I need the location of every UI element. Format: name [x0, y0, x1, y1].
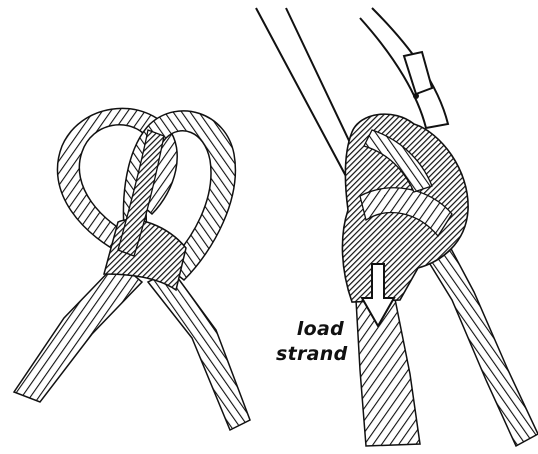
loose-knot-illustration: [14, 108, 250, 430]
rope-strand-right-tail: [148, 270, 250, 430]
carabiner-right-bar: [360, 8, 448, 128]
rope-strand-left-tail: [14, 262, 142, 402]
load-strand-label-line-2: strand: [276, 343, 344, 365]
carabiner-knot-illustration: [256, 8, 538, 446]
carabiner-gate-pin: [413, 93, 419, 99]
rope-load-strand: [356, 294, 420, 446]
load-strand-label-line-1: load: [286, 318, 344, 340]
